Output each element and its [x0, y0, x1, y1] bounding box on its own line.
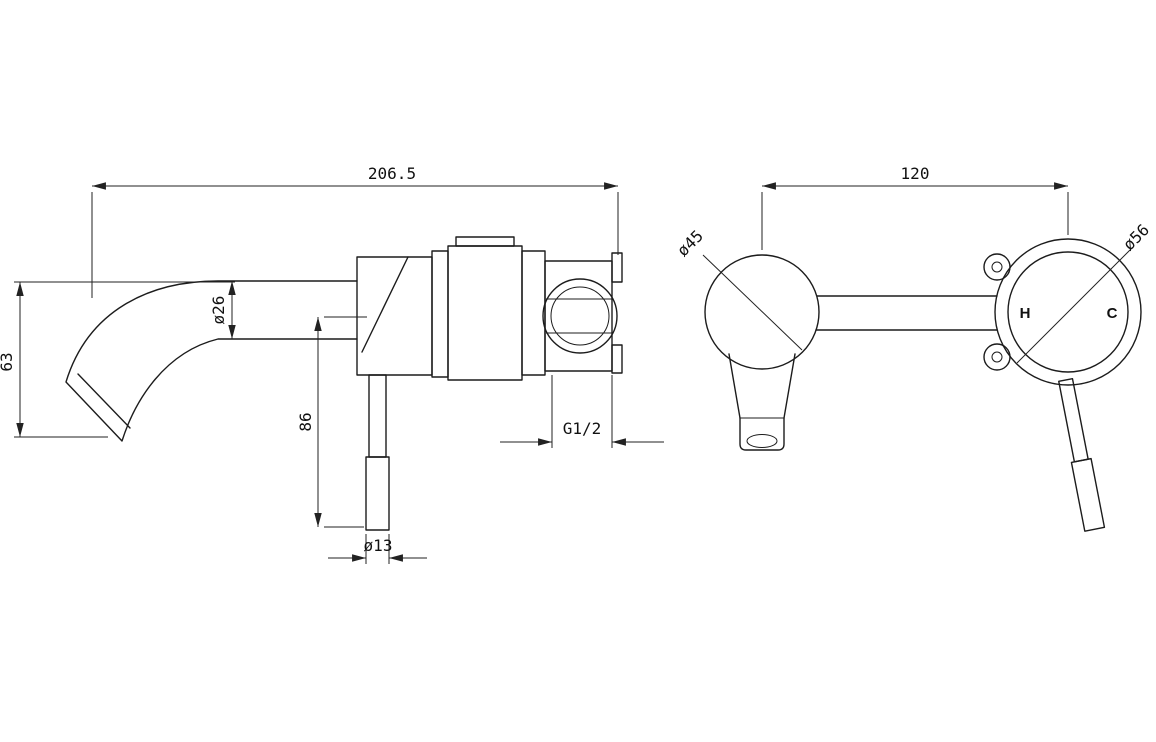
side-view: 206.5 63 ø26 86 ø13: [0, 164, 664, 564]
hot-indicator-label: H: [1020, 305, 1031, 322]
body-front: [815, 295, 998, 331]
dim-spout-diameter-label: ø26: [209, 296, 228, 325]
dim-spout-diameter: ø26: [209, 281, 236, 339]
dim-handle-diameter: ø13: [328, 534, 427, 564]
dim-overall-width-label: 206.5: [368, 164, 416, 183]
dim-spout-height: 63: [0, 281, 235, 438]
dim-center-distance-label: 120: [901, 164, 930, 183]
dim-spout-flange-diameter-label: ø45: [673, 226, 707, 260]
spout-flange-front: [704, 254, 820, 370]
dim-handle-flange-diameter-label: ø56: [1119, 220, 1153, 254]
dim-spout-flange-diameter: ø45: [673, 226, 803, 351]
dim-thread-size-label: G1/2: [563, 419, 602, 438]
cartridge-side: [431, 236, 546, 381]
dim-thread-size: G1/2: [500, 375, 664, 448]
handle-flange-front: H C: [983, 238, 1142, 386]
handle-side: [365, 374, 390, 531]
dim-overall-width: 206.5: [91, 164, 619, 298]
dim-center-distance: 120: [761, 164, 1069, 250]
spout-front: [728, 353, 796, 451]
dim-spout-height-label: 63: [0, 352, 16, 371]
dim-handle-diameter-label: ø13: [364, 536, 393, 555]
wall-union-side: [542, 252, 623, 374]
handle-front: [1058, 378, 1106, 532]
spout-side: [65, 280, 358, 442]
mixer-body-side: [356, 256, 433, 376]
dim-handle-length-label: 86: [296, 412, 315, 431]
front-view: H C 120 ø45 ø56: [673, 164, 1153, 532]
dim-handle-length: 86: [296, 316, 367, 528]
cold-indicator-label: C: [1107, 305, 1118, 322]
